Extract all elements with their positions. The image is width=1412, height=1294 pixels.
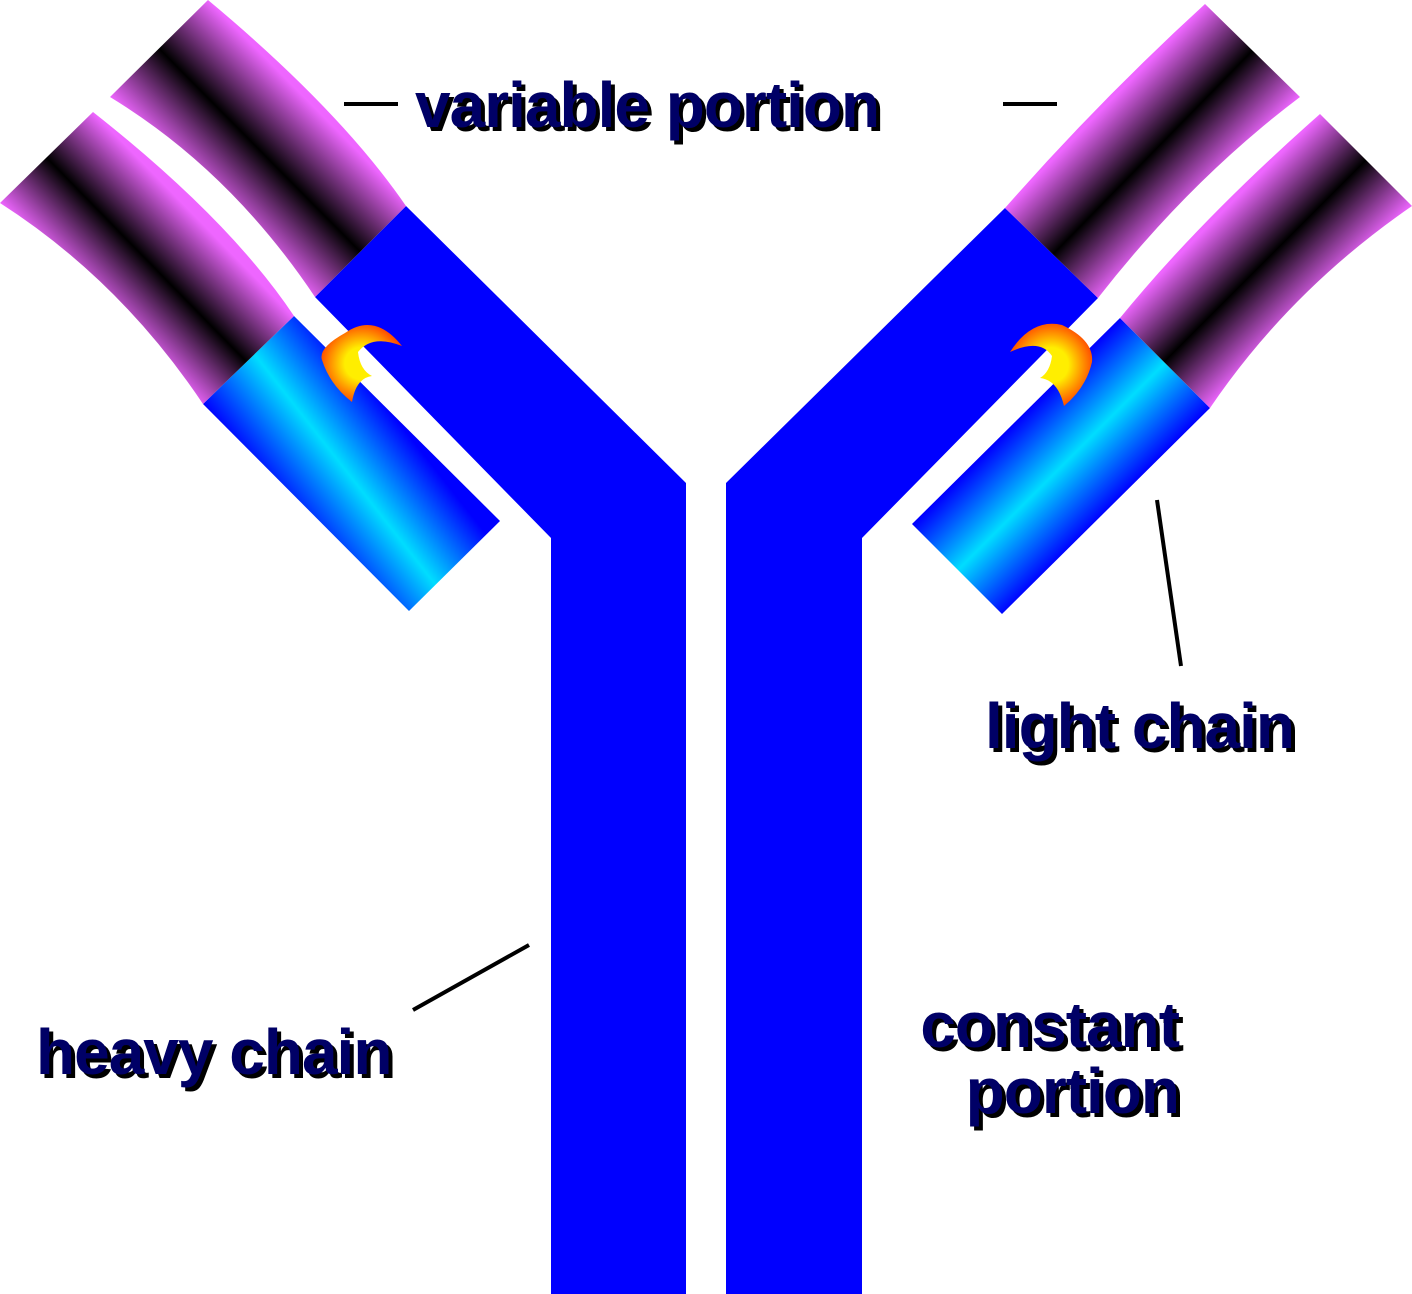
heavy-chain-right-body [726, 208, 1098, 1294]
light-chain-right-constant-domain [912, 318, 1210, 614]
label-variable-portion: variable portion variable portion [415, 69, 884, 145]
constant-portion-label-line1: constant [920, 989, 1179, 1061]
light-chain-right-variable-domain [1120, 114, 1412, 408]
label-constant-portion: constant constant portion portion [920, 989, 1184, 1131]
light-chain-right [912, 114, 1412, 614]
label-heavy-chain: heavy chain heavy chain [36, 1016, 396, 1092]
constant-portion-label-line2: portion [966, 1055, 1179, 1127]
light-chain-leader [1155, 499, 1183, 667]
heavy-chain-left-body [315, 206, 686, 1294]
label-light-chain: light chain light chain [985, 690, 1299, 766]
heavy-chain-left [315, 206, 686, 1294]
disulfide-bond-right [1010, 323, 1093, 406]
svg-text:variable portion: variable portion [419, 73, 883, 145]
heavy-chain-left-variable-domain [110, 0, 406, 297]
svg-text:constant: constant [924, 993, 1183, 1065]
variable-portion-label: variable portion [415, 69, 879, 141]
heavy-chain-leader [412, 943, 530, 1012]
svg-text:portion: portion [970, 1059, 1183, 1131]
light-chain-left-variable-domain [0, 112, 294, 404]
light-chain-left-constant-domain [203, 316, 500, 611]
leader-lines [344, 102, 1183, 1012]
light-chain-left [0, 112, 500, 611]
heavy-chain-right [726, 208, 1098, 1294]
svg-text:light chain: light chain [989, 694, 1298, 766]
light-chain-label: light chain [985, 690, 1294, 762]
svg-text:heavy chain: heavy chain [40, 1020, 395, 1092]
disulfide-bond-left [321, 324, 402, 402]
heavy-chain-right-variable-domain [1005, 4, 1300, 298]
heavy-chain-label: heavy chain [36, 1016, 391, 1088]
